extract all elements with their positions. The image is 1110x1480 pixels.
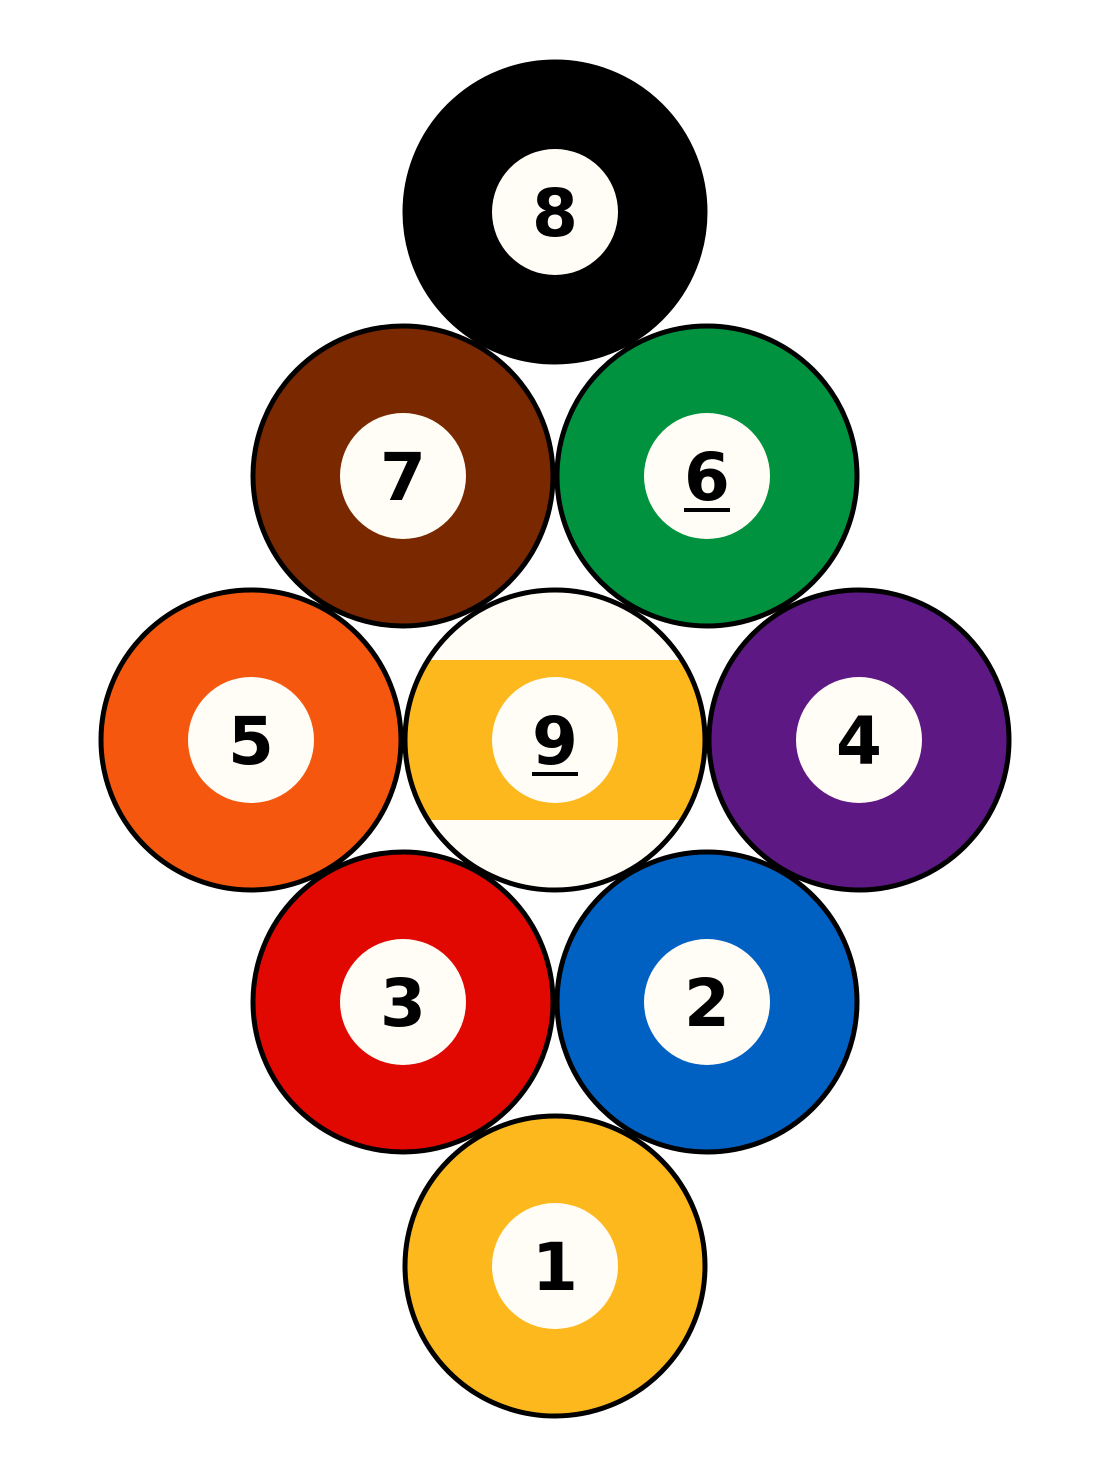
ball-5: 5 [98, 587, 404, 893]
ball-6-label: 6 [684, 439, 730, 516]
ball-6-number-circle [644, 413, 770, 539]
ball-7-label: 7 [380, 439, 426, 516]
ball-3-label: 3 [380, 965, 426, 1042]
ball-3: 3 [250, 849, 556, 1155]
ball-1: 1 [402, 1113, 708, 1419]
ball-9-underline [532, 772, 578, 776]
ball-6-underline [684, 508, 730, 512]
ball-3-number-circle [340, 939, 466, 1065]
ball-5-label: 5 [228, 703, 274, 780]
ball-2-label: 2 [684, 965, 730, 1042]
ball-7-number-circle [340, 413, 466, 539]
ball-9-label: 9 [532, 703, 578, 780]
ball-4-number-circle [796, 677, 922, 803]
ball-8-number-circle [492, 149, 618, 275]
ball-5-number-circle [188, 677, 314, 803]
ball-1-label: 1 [532, 1229, 578, 1306]
ball-9-number-circle [492, 677, 618, 803]
ball-4: 4 [706, 587, 1012, 893]
ball-2: 2 [554, 849, 860, 1155]
ball-8: 8 [402, 59, 708, 365]
ball-1-number-circle [492, 1203, 618, 1329]
ball-9-outline [402, 587, 708, 893]
ball-7: 7 [250, 323, 556, 629]
ball-6: 6 [554, 323, 860, 629]
ball-9: 9 [402, 587, 708, 893]
ball-8-label: 8 [532, 175, 578, 252]
ball-2-number-circle [644, 939, 770, 1065]
ball-4-label: 4 [836, 703, 882, 780]
